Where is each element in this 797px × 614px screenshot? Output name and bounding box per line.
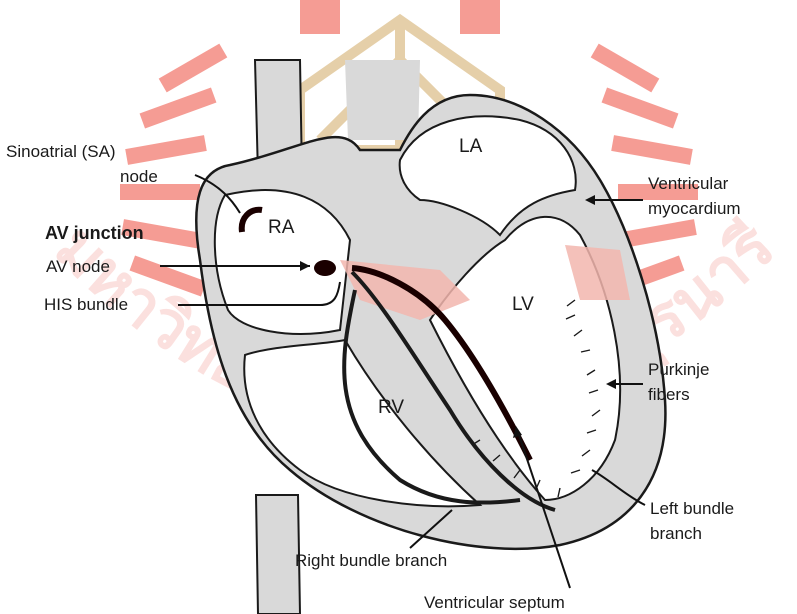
label-purkinje-line1: Purkinje <box>648 360 709 379</box>
chamber-label-ra: RA <box>268 217 295 238</box>
label-his-bundle: HIS bundle <box>44 295 128 314</box>
chamber-label-rv: RV <box>378 397 404 418</box>
aorta <box>345 60 420 140</box>
heart-anatomy <box>196 60 665 614</box>
label-av-junction: AV junction <box>45 223 144 243</box>
label-ventricular-septum: Ventricular septum <box>424 593 565 612</box>
label-av-node: AV node <box>46 257 110 276</box>
label-sa-node-line1: Sinoatrial (SA) <box>6 142 116 161</box>
chamber-label-la: LA <box>459 136 483 157</box>
label-left-bundle-line1: Left bundle <box>650 499 734 518</box>
label-ventricular-myocardium-line1: Ventricular <box>648 174 729 193</box>
inferior-vena-cava <box>256 495 300 614</box>
label-sa-node-line2: node <box>120 167 158 186</box>
label-left-bundle-line2: branch <box>650 524 702 543</box>
label-right-bundle-branch: Right bundle branch <box>295 551 447 570</box>
label-purkinje-line2: fibers <box>648 385 690 404</box>
av-node <box>314 260 336 276</box>
chamber-label-lv: LV <box>512 294 534 315</box>
label-ventricular-myocardium-line2: myocardium <box>648 199 741 218</box>
